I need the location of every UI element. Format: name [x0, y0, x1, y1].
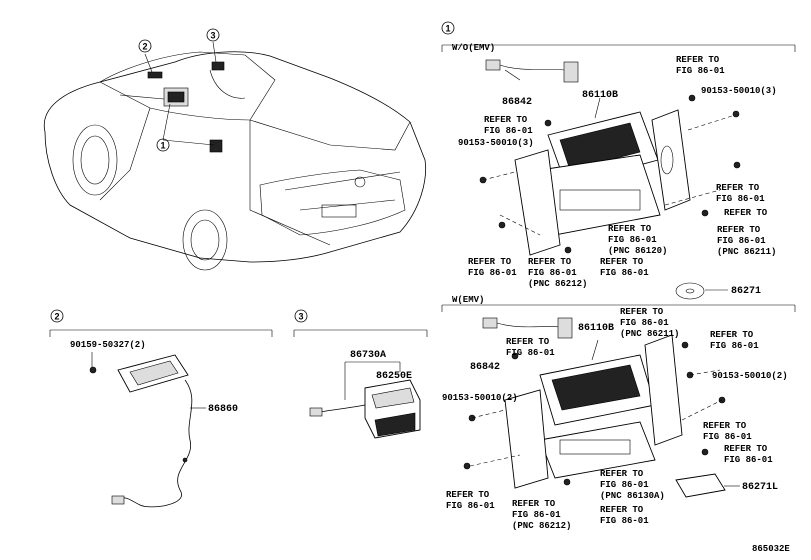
bolt-b1: 90153-50010(2)	[442, 393, 518, 403]
ref-a2-line2: FIG 86-01	[484, 126, 533, 136]
callout-3: 3	[206, 28, 220, 42]
svg-text:3: 3	[210, 31, 215, 41]
module-86860	[89, 352, 206, 508]
part-86250E: 86250E	[376, 371, 412, 382]
head-unit-assembly-upper	[479, 59, 741, 256]
ref-a3-line2: FIG 86-01	[716, 194, 765, 204]
ref-a5-line2: FIG 86-01	[717, 236, 766, 246]
ref-b7-line1: REFER TO	[446, 490, 490, 500]
ref-a2-line1: REFER TO	[484, 115, 528, 125]
ref-a9-line1: REFER TO	[600, 257, 644, 267]
ref-b2-line2: FIG 86-01	[710, 341, 759, 351]
callout-1: 1	[156, 138, 170, 152]
bolt-b2: 90153-50010(2)	[712, 371, 788, 381]
part-86842-a: 86842	[502, 97, 532, 108]
part-86110B-b: 86110B	[578, 323, 614, 334]
ref-b1-pnc: (PNC 86211)	[620, 329, 679, 339]
ref-a7-line2: FIG 86-01	[468, 268, 517, 278]
ref-a8-pnc: (PNC 86212)	[528, 279, 587, 289]
bolt-s2: 90159-50327(2)	[70, 340, 146, 350]
ref-b3-line2: FIG 86-01	[506, 348, 555, 358]
part-86271: 86271	[731, 286, 761, 297]
ref-b1-line2: FIG 86-01	[620, 318, 669, 328]
ref-a5-pnc: (PNC 86211)	[717, 247, 776, 257]
ref-a6-line2: FIG 86-01	[608, 235, 657, 245]
ref-a4-line1: REFER TO	[724, 208, 768, 218]
ref-b3-line1: REFER TO	[506, 337, 550, 347]
ref-b8-pnc: (PNC 86212)	[512, 521, 571, 531]
ref-b6-line2: FIG 86-01	[600, 480, 649, 490]
module-86271L	[675, 473, 740, 498]
module-86730A	[309, 361, 421, 439]
variant-without-emv: W/O(EMV)	[452, 43, 495, 53]
ref-b8-line1: REFER TO	[512, 499, 556, 509]
head-unit-assembly-lower	[463, 317, 726, 489]
figure-code: 865032E	[752, 544, 790, 554]
ref-b9-line2: FIG 86-01	[600, 516, 649, 526]
svg-text:1: 1	[160, 141, 165, 151]
part-86842-b: 86842	[470, 362, 500, 373]
svg-text:2: 2	[54, 312, 59, 322]
ref-a3-line1: REFER TO	[716, 183, 760, 193]
ref-b6-pnc: (PNC 86130A)	[600, 491, 665, 501]
ref-b1-line1: REFER TO	[620, 307, 664, 317]
disc-86271	[675, 282, 728, 300]
ref-b7-line2: FIG 86-01	[446, 501, 495, 511]
section-1-header: 1	[441, 21, 796, 52]
callout-2: 2	[138, 39, 152, 53]
section-2-header: 2	[49, 309, 273, 337]
ref-b6-line1: REFER TO	[600, 469, 644, 479]
ref-b4-line2: FIG 86-01	[703, 432, 752, 442]
ref-a5-line1: REFER TO	[717, 225, 761, 235]
variant-with-emv-header	[441, 304, 796, 312]
part-86860: 86860	[208, 404, 238, 415]
svg-text:1: 1	[445, 24, 450, 34]
ref-a7-line1: REFER TO	[468, 257, 512, 267]
part-86271L: 86271L	[742, 482, 778, 493]
ref-a1-line1: REFER TO	[676, 55, 720, 65]
section-3-header: 3	[293, 309, 428, 337]
ref-b2-line1: REFER TO	[710, 330, 754, 340]
ref-a9-line2: FIG 86-01	[600, 268, 649, 278]
bolt-a1: 90153-50010(3)	[458, 138, 534, 148]
svg-text:2: 2	[142, 42, 147, 52]
part-86110B-a: 86110B	[582, 90, 618, 101]
ref-b5-line1: REFER TO	[724, 444, 768, 454]
variant-with-emv: W(EMV)	[452, 295, 484, 305]
svg-text:3: 3	[298, 312, 303, 322]
bolt-a2: 90153-50010(3)	[701, 86, 777, 96]
ref-a6-line1: REFER TO	[608, 224, 652, 234]
ref-a8-line2: FIG 86-01	[528, 268, 577, 278]
car-illustration	[43, 41, 426, 271]
ref-b9-line1: REFER TO	[600, 505, 644, 515]
part-86730A: 86730A	[350, 350, 386, 361]
ref-a6-pnc: (PNC 86120)	[608, 246, 667, 256]
ref-b5-line2: FIG 86-01	[724, 455, 773, 465]
ref-a1-line2: FIG 86-01	[676, 66, 725, 76]
ref-a8-line1: REFER TO	[528, 257, 572, 267]
ref-b4-line1: REFER TO	[703, 421, 747, 431]
ref-b8-line2: FIG 86-01	[512, 510, 561, 520]
